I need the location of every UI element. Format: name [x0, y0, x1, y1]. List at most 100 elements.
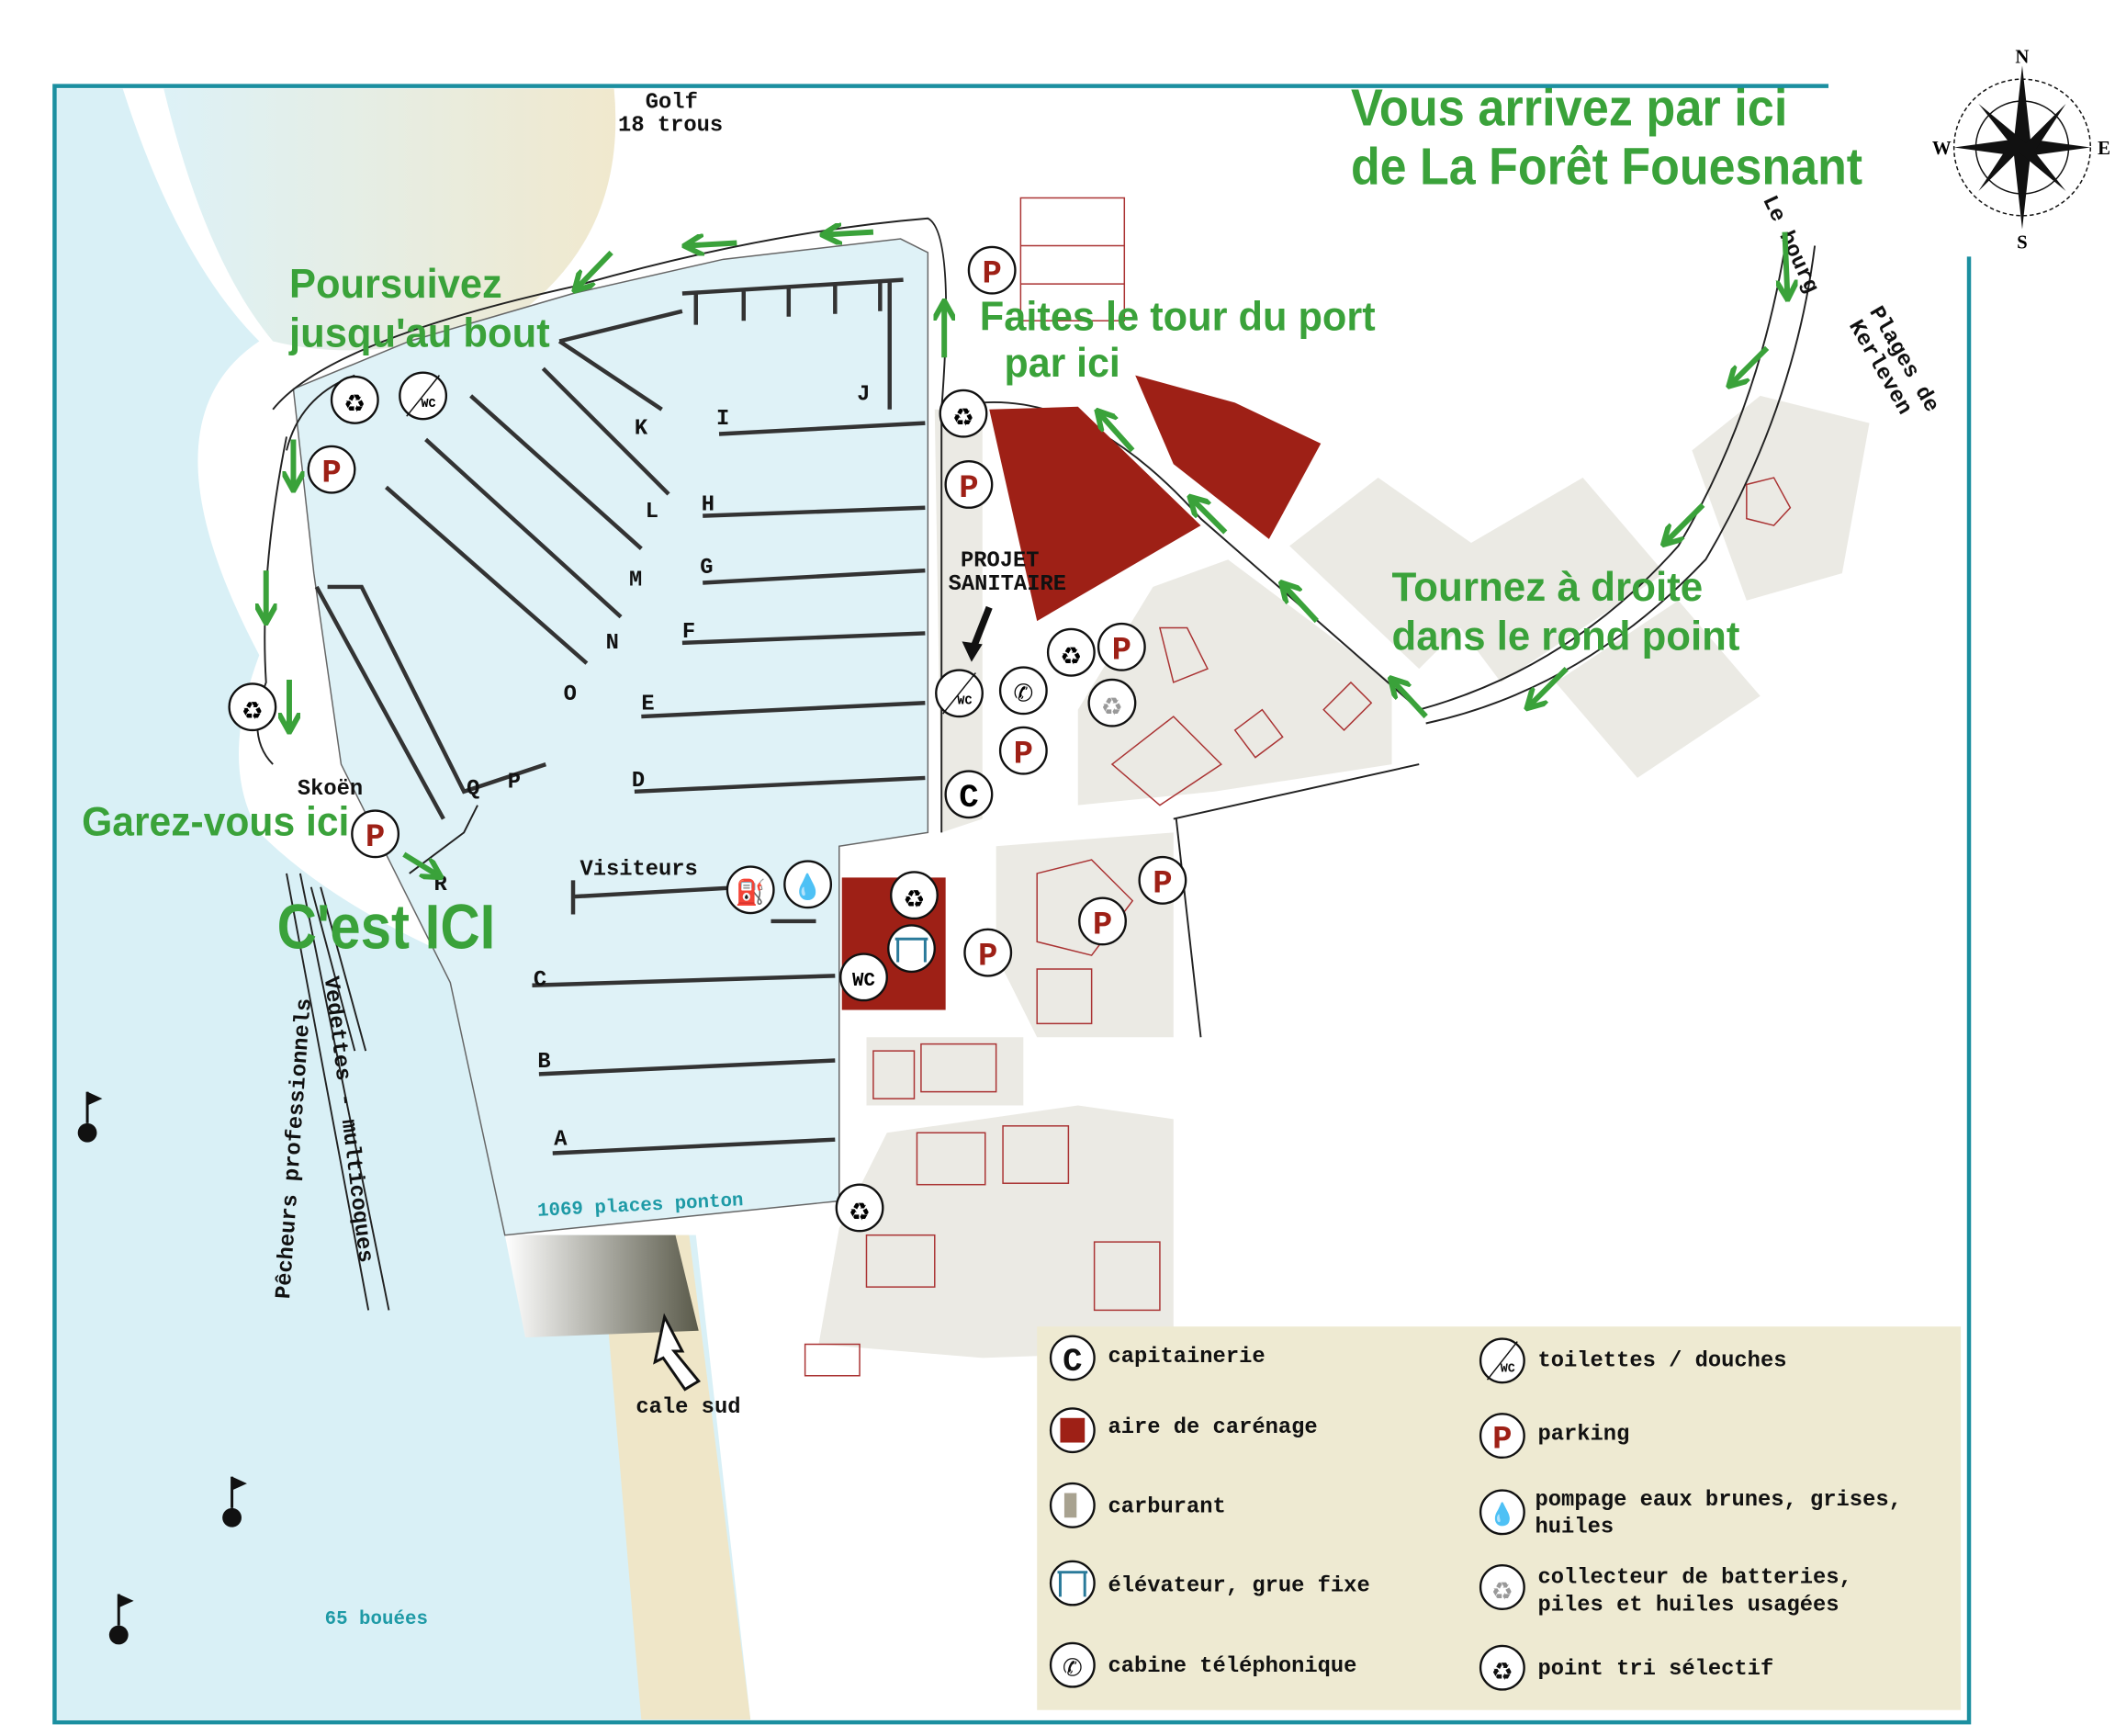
bouees-label: 65 bouées [325, 1609, 428, 1630]
svg-text:WC: WC [852, 971, 875, 992]
cest-ici-text: C'est ICI [277, 893, 496, 963]
compass-rose: N E S W [1932, 46, 2110, 253]
svg-text:P: P [959, 469, 978, 507]
legend-item-capitainerie: C capitainerie [1049, 1335, 1266, 1381]
svg-text:carburant: carburant [1108, 1494, 1225, 1519]
parking-icon: P [963, 928, 1013, 977]
legend-item-carenage: aire de carénage [1049, 1407, 1318, 1454]
svg-text:♻: ♻ [345, 385, 365, 423]
parking-icon: P [1138, 855, 1187, 905]
svg-text:huiles: huiles [1536, 1516, 1614, 1540]
pontoon-p: P [508, 770, 521, 795]
svg-text:💧: 💧 [1489, 1502, 1516, 1529]
compass-n: N [2015, 46, 2029, 67]
svg-text:pompage eaux brunes, grises,: pompage eaux brunes, grises, [1536, 1488, 1902, 1513]
elevator-icon [887, 924, 936, 974]
parking-icon: P [944, 460, 994, 509]
svg-text:♻: ♻ [953, 399, 973, 436]
garez-text: Garez-vous ici [82, 799, 349, 844]
capitainerie-icon: C [944, 770, 994, 819]
svg-text:P: P [321, 455, 341, 492]
tournez-line-2: dans le rond point [1392, 614, 1740, 659]
svg-text:P: P [1014, 736, 1033, 773]
recycling-icon: ♻ [228, 682, 277, 732]
buoy-icon [222, 1476, 247, 1527]
svg-text:P: P [978, 937, 997, 975]
fuel-icon: ⛽ [726, 865, 775, 915]
legend-item-elevateur: élévateur, grue fixe [1049, 1560, 1370, 1606]
svg-text:P: P [1492, 1420, 1512, 1458]
legend-item-parking: P parking [1479, 1413, 1630, 1460]
svg-text:WC: WC [1501, 1362, 1515, 1376]
sanitaire-label: SANITAIRE [949, 572, 1066, 597]
svg-text:collecteur de batteries,: collecteur de batteries, [1538, 1566, 1852, 1591]
roads [256, 217, 1817, 1311]
recycling-icon: ♻ [835, 1183, 884, 1233]
svg-text:♻: ♻ [849, 1192, 869, 1230]
svg-text:P: P [366, 818, 385, 856]
legend-item-pompage: 💧 pompage eaux brunes, grises, huiles [1479, 1488, 1902, 1540]
svg-text:toilettes / douches: toilettes / douches [1538, 1348, 1787, 1373]
buoys [77, 1091, 247, 1645]
parking-icon: P [351, 809, 400, 859]
svg-text:WC: WC [957, 695, 972, 709]
svg-text:P: P [982, 255, 1001, 293]
carenage-icon [1060, 1417, 1086, 1443]
phone-icon: ✆ [998, 666, 1048, 716]
wc-shower-icon: WC [399, 371, 448, 421]
svg-text:✆: ✆ [1063, 1650, 1082, 1687]
legend-item-carburant: carburant [1049, 1482, 1226, 1528]
water-pump-icon: 💧 [783, 860, 833, 909]
direction-arrows [266, 232, 1788, 876]
pontoon-l: L [646, 500, 658, 524]
projet-label: PROJET [961, 549, 1040, 574]
svg-text:C: C [959, 779, 978, 817]
pontoon-k: K [635, 417, 648, 442]
pontoon-o: O [564, 682, 577, 707]
harbour-basin [292, 238, 929, 1236]
map-icons: ♻ WC P ♻ P P ♻ P WC ✆ ♻ P ♻ P C ⛽ 💧 ♻ WC… [228, 245, 1187, 1233]
fuel-icon [1063, 1493, 1077, 1518]
svg-text:cabine téléphonique: cabine téléphonique [1108, 1654, 1356, 1679]
pontoon-q: Q [467, 777, 479, 802]
pontoon-n: N [606, 631, 619, 656]
pontoon-g: G [700, 556, 713, 581]
pontoon-j: J [857, 382, 870, 407]
svg-text:♻: ♻ [1492, 1652, 1512, 1690]
svg-text:piles et huiles usagées: piles et huiles usagées [1538, 1593, 1839, 1618]
le-bourg-label: Le bourg [1756, 192, 1823, 298]
legend-item-batteries: ♻ collecteur de batteries, piles et huil… [1479, 1564, 1852, 1618]
svg-text:parking: parking [1538, 1423, 1630, 1448]
land-areas [804, 197, 1870, 1377]
parking-icon: P [307, 445, 356, 494]
arrive-line-2: de La Forêt Fouesnant [1351, 138, 1862, 196]
pontoon-f: F [682, 620, 695, 645]
legend: C capitainerie aire de carénage carburan… [1037, 1326, 1962, 1710]
pontoon-e: E [641, 693, 654, 717]
svg-text:élévateur, grue fixe: élévateur, grue fixe [1108, 1573, 1369, 1598]
svg-text:⛽: ⛽ [736, 878, 766, 909]
recycling-icon: ♻ [890, 871, 939, 920]
svg-text:WC: WC [422, 398, 436, 411]
skoen-label: Skoën [298, 777, 363, 802]
sea [54, 88, 751, 1720]
battery-collector-icon: ♻ [1087, 678, 1137, 727]
legend-item-toilettes: WC toilettes / douches [1479, 1337, 1787, 1384]
compass-s: S [2017, 231, 2028, 253]
svg-text:capitainerie: capitainerie [1108, 1345, 1265, 1370]
svg-text:♻: ♻ [1102, 688, 1121, 726]
visiteurs-label: Visiteurs [579, 857, 697, 882]
svg-text:♻: ♻ [1062, 637, 1081, 675]
poursuivez-line-1: Poursuivez [289, 262, 502, 307]
elevator-icon [1057, 1571, 1088, 1597]
legend-item-tri: ♻ point tri sélectif [1479, 1644, 1773, 1691]
pontoon-m: M [629, 568, 642, 592]
cale-sud-label: cale sud [636, 1395, 740, 1420]
pontoon-d: D [632, 769, 645, 794]
compass-w: W [1932, 138, 1952, 159]
svg-text:P: P [1093, 906, 1112, 943]
svg-text:♻: ♻ [242, 692, 262, 729]
svg-text:P: P [1112, 632, 1131, 670]
tour-line-1: Faites le tour du port [980, 295, 1376, 340]
